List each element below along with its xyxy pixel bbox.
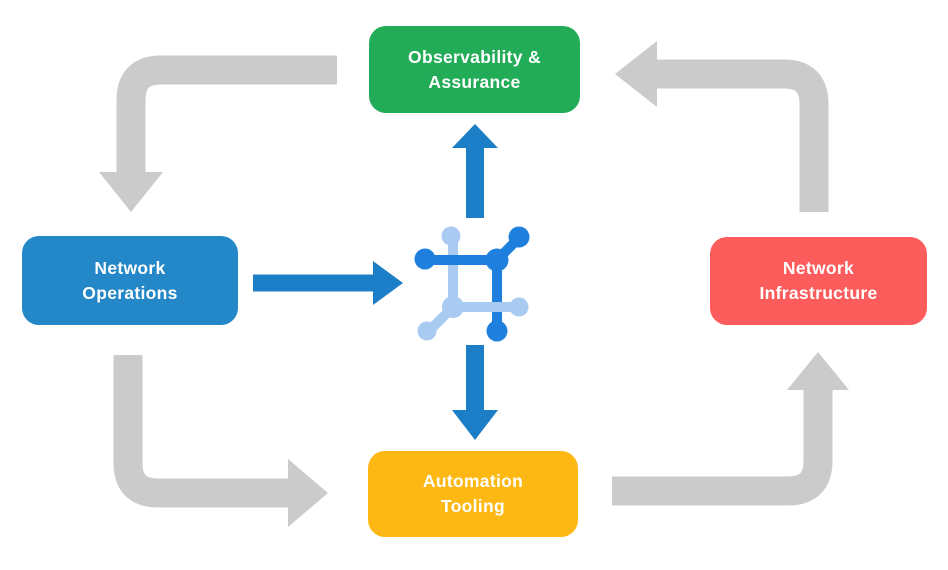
flow-arrow-netops-to-platform (253, 261, 403, 305)
node-automation-tooling: Automation Tooling (368, 451, 578, 537)
cycle-arrow-netops-to-automation (113, 355, 328, 527)
flow-arrow-platform-to-automation (452, 345, 498, 440)
node-dot-bottom-left-icon (417, 321, 437, 341)
cycle-arrow-observability-to-netops (99, 55, 337, 212)
node-observability-assurance: Observability & Assurance (369, 26, 580, 113)
node-network-infrastructure: Network Infrastructure (710, 237, 927, 325)
node-junction-top-right-icon (485, 248, 509, 272)
node-dot-right-icon (509, 297, 529, 317)
cycle-arrow-automation-to-infra (612, 352, 849, 506)
node-dot-top-right-icon (508, 226, 530, 248)
flow-arrow-platform-to-observability (452, 124, 498, 218)
node-dot-top-icon (441, 226, 461, 246)
node-dot-left-icon (414, 248, 436, 270)
node-junction-bottom-left-icon (442, 296, 464, 318)
network-platform-icon (414, 226, 530, 342)
node-dot-bottom-icon (486, 320, 508, 342)
node-network-operations: Network Operations (22, 236, 238, 325)
cycle-arrow-infra-to-observability (615, 41, 829, 212)
